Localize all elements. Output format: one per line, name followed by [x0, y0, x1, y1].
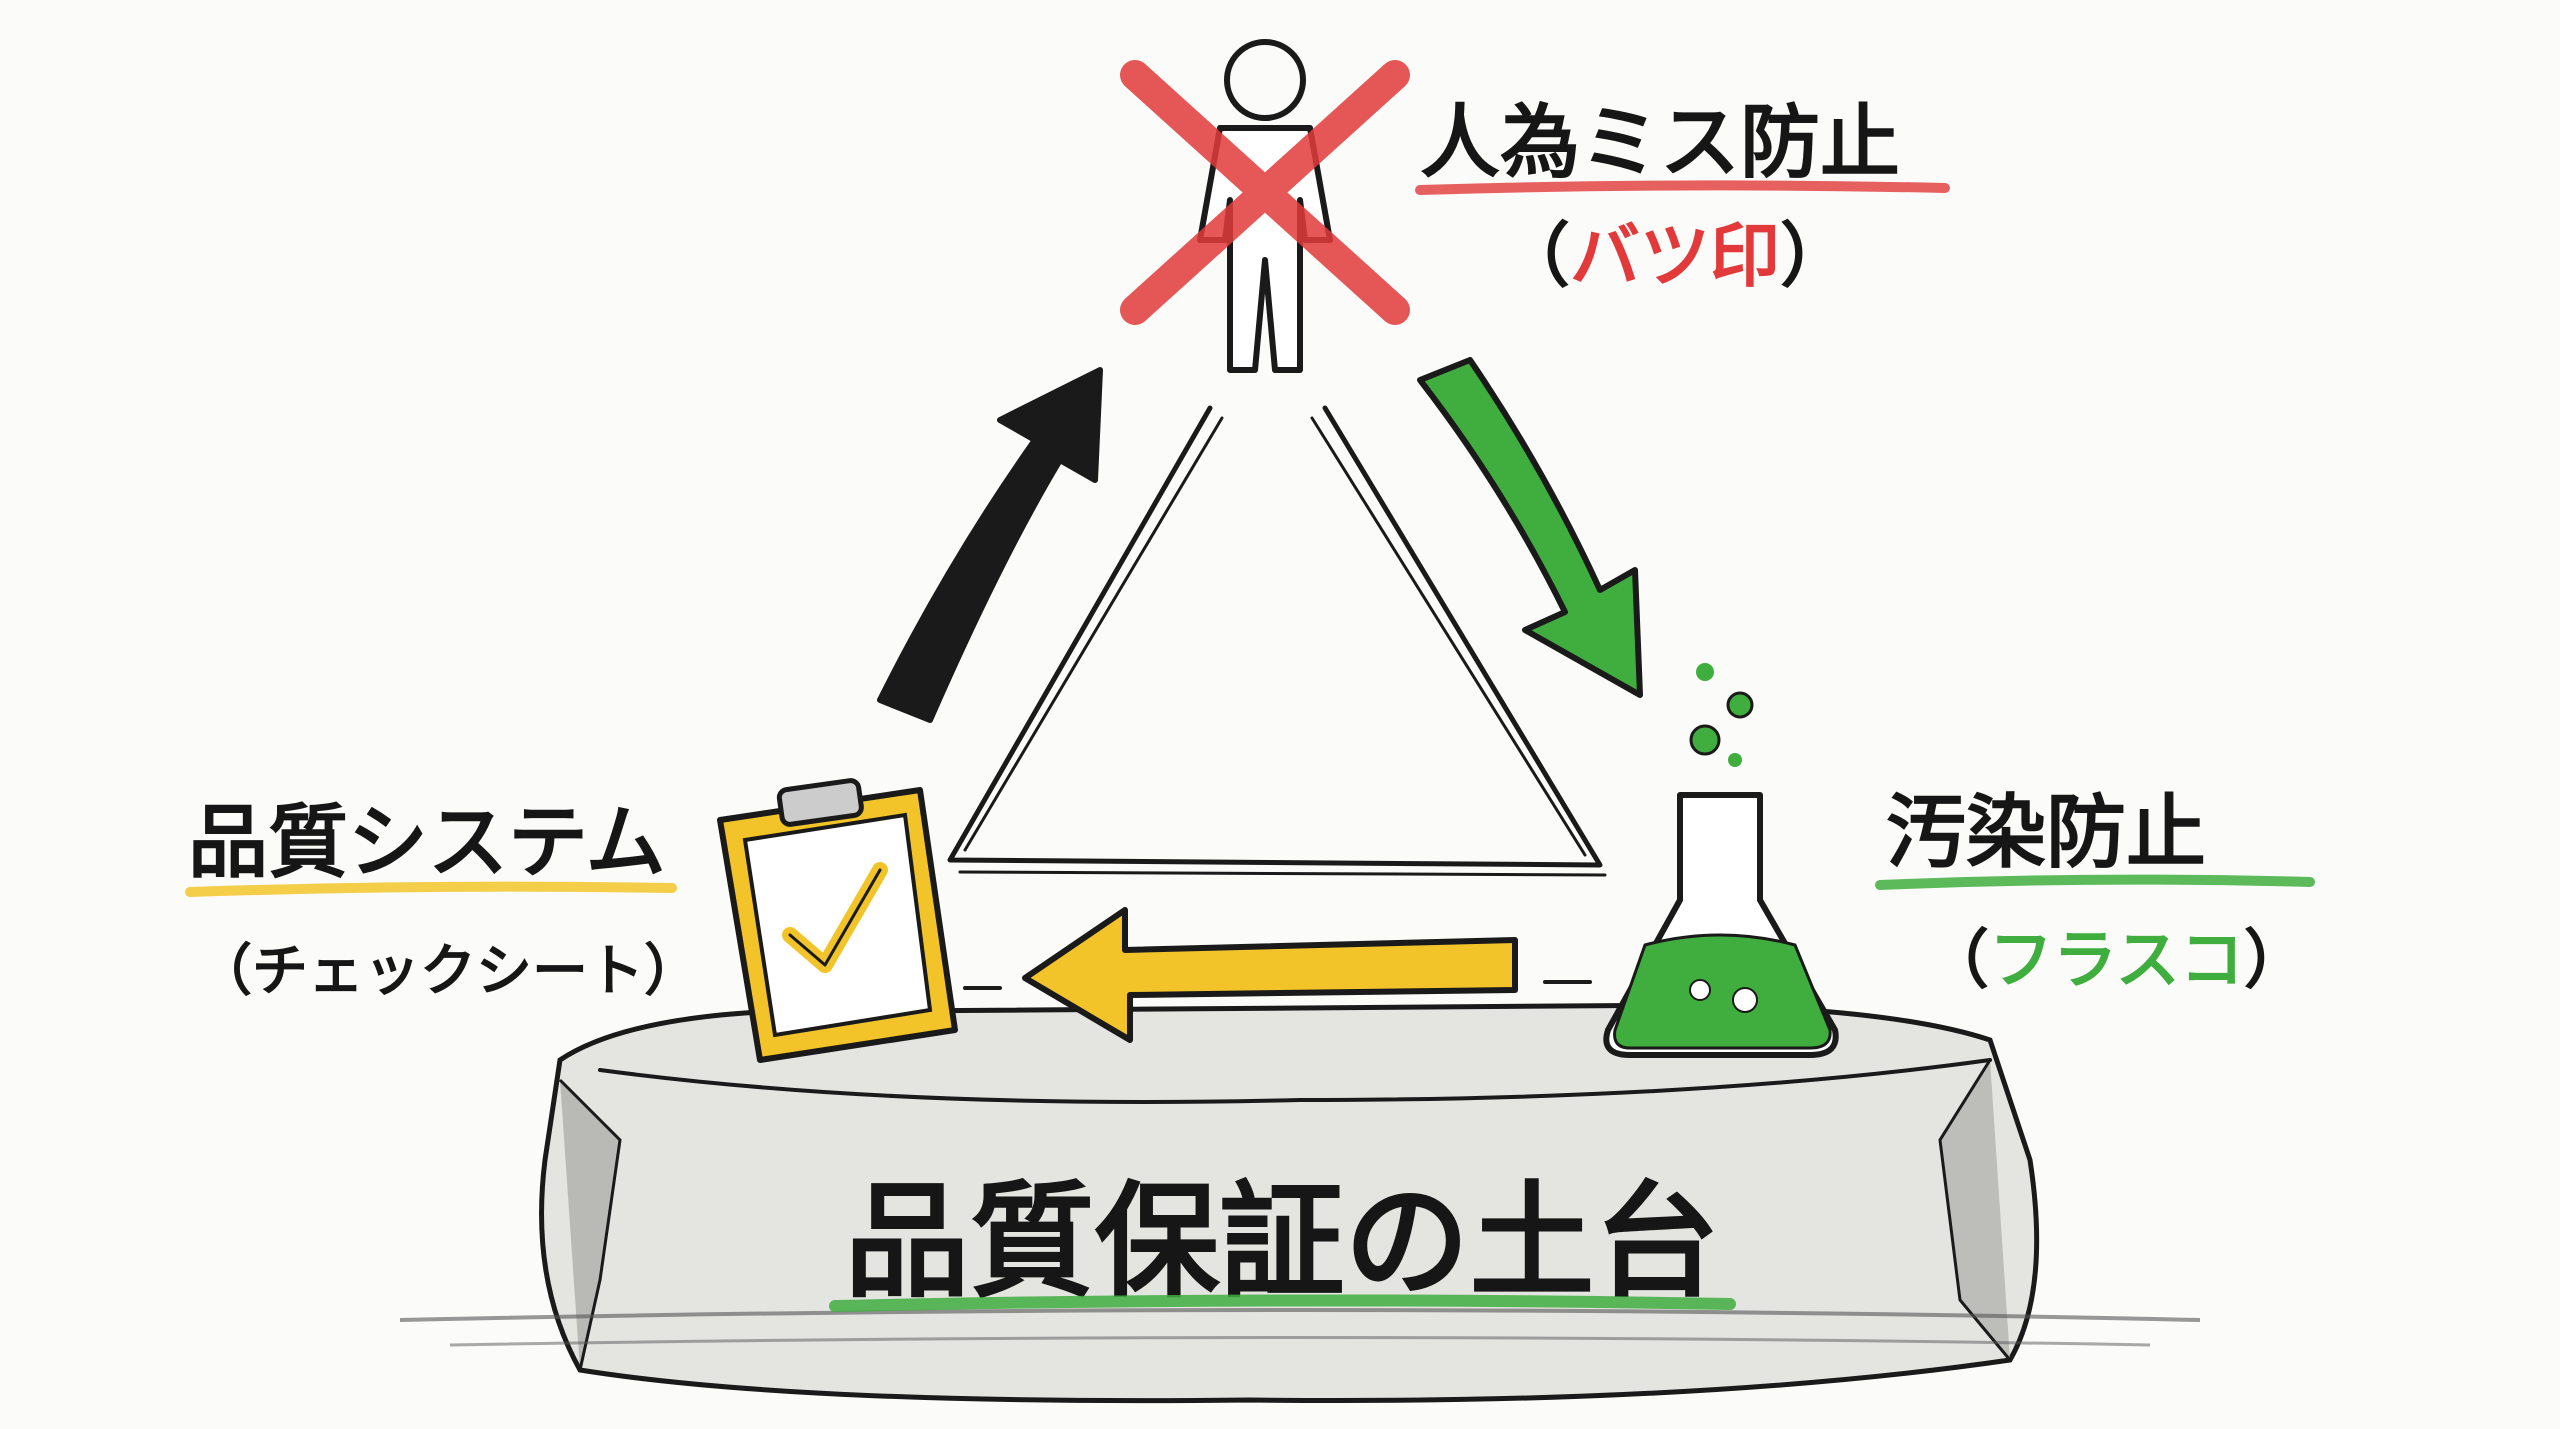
- arrow-up-black: [877, 367, 1103, 723]
- right-subtitle: フラスコ: [1989, 924, 2244, 998]
- clipboard-check-icon: [717, 778, 958, 1063]
- left-subtitle: （チェックシート）: [196, 939, 700, 1004]
- arrow-left-yellow: [1022, 907, 1518, 1043]
- crossed-out-person-icon: [1120, 39, 1410, 373]
- foundation-underline: [829, 1294, 1736, 1312]
- top-subtitle-group: （バツ印）: [1500, 215, 1850, 297]
- top-underline: [1415, 180, 1950, 195]
- right-title: 汚染防止: [1886, 786, 2206, 879]
- arrow-down-green: [1417, 357, 1643, 698]
- dash-connector: [963, 980, 1592, 990]
- flask-icon: [1603, 663, 1839, 1058]
- left-underline: [185, 881, 677, 897]
- top-subtitle: バツ印: [1570, 215, 1780, 297]
- triangle-outline: [947, 405, 1607, 877]
- left-title: 品質システム: [188, 796, 666, 889]
- top-title: 人為ミス防止: [1420, 96, 1900, 189]
- foundation-title: 品質保証の土台: [845, 1170, 1720, 1315]
- right-subtitle-group: （フラスコ）: [1925, 924, 2308, 998]
- right-underline: [1875, 874, 2315, 890]
